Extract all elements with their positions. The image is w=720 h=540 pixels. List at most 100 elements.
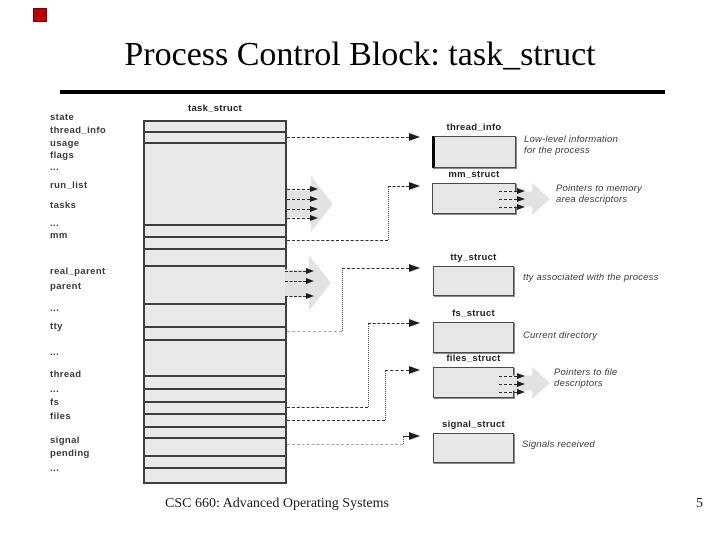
connector-line [368, 323, 369, 407]
connector-line [287, 240, 388, 241]
struct-annotation-mm-struct: area descriptors [556, 194, 628, 205]
struct-label-tty-struct: tty_struct [450, 252, 497, 263]
task-struct-row-divider [145, 224, 285, 226]
pointer-arrow-line [499, 376, 517, 377]
task-struct-row-divider [145, 437, 285, 439]
connector-line [403, 436, 404, 444]
task-struct-field-label: ... [50, 347, 60, 358]
pointer-arrowhead [306, 268, 314, 274]
connector-line [342, 268, 409, 269]
task-struct-field-label: mm [50, 230, 68, 241]
pointer-arrowhead [306, 278, 314, 284]
task-struct-box-title: task_struct [188, 103, 242, 114]
slide-accent-marker [33, 8, 47, 22]
task-struct-field-label: run_list [50, 180, 88, 191]
task-struct-row-divider [145, 388, 285, 390]
pointer-arrowhead [517, 373, 525, 379]
connector-line [342, 268, 343, 331]
pointer-arrowhead [517, 204, 525, 210]
connector-line [287, 420, 385, 421]
task-struct-field-label: ... [50, 303, 60, 314]
pointer-arrow-line [499, 207, 517, 208]
title-underline [60, 90, 665, 94]
slide-title: Process Control Block: task_struct [124, 36, 596, 73]
task-struct-field-label: parent [50, 281, 82, 292]
struct-box-thread-info [432, 136, 516, 168]
struct-label-thread-info: thread_info [446, 122, 502, 133]
task-struct-field-label: flags [50, 150, 75, 161]
connector-line [388, 186, 389, 240]
task-struct-row-divider [145, 413, 285, 415]
struct-annotation-fs-struct: Current directory [523, 330, 598, 341]
connector-arrowhead [409, 133, 420, 141]
task-struct-field-label: ... [50, 218, 60, 229]
pointer-arrowhead [310, 196, 318, 202]
task-struct-row-divider [145, 303, 285, 305]
pointer-arrow-line [285, 271, 306, 272]
struct-label-mm-struct: mm_struct [448, 169, 500, 180]
pointer-arrowhead [517, 389, 525, 395]
task-struct-field-label: pending [50, 448, 90, 459]
struct-label-signal-struct: signal_struct [441, 419, 506, 430]
pointer-arrow-line [287, 209, 310, 210]
struct-box-tty-struct [433, 266, 514, 296]
connector-line [403, 436, 409, 437]
pointer-arrowhead [517, 196, 525, 202]
struct-box-files-struct [433, 367, 514, 398]
pointer-arrow-line [499, 384, 517, 385]
connector-line [388, 186, 409, 187]
task-struct-field-label: tasks [50, 200, 77, 211]
block-arrow [287, 176, 333, 232]
pointer-arrow-line [287, 189, 310, 190]
struct-label-fs-struct: fs_struct [452, 308, 495, 319]
pointer-arrow-line [285, 296, 306, 297]
task-struct-row-divider [145, 142, 285, 144]
struct-annotation-files-struct: descriptors [554, 378, 603, 389]
pointer-arrow-line [287, 218, 310, 219]
task-struct-row-divider [145, 375, 285, 377]
footer-text: CSC 660: Advanced Operating Systems [165, 496, 389, 511]
task-struct-field-label: ... [50, 463, 60, 474]
task-struct-row-divider [145, 326, 285, 328]
task-struct-field-label: ... [50, 162, 60, 173]
struct-annotation-mm-struct: Pointers to memory [556, 183, 642, 194]
task-struct-field-label: tty [50, 321, 63, 332]
pointer-arrowhead [310, 206, 318, 212]
pointer-arrowhead [517, 381, 525, 387]
connector-line [385, 370, 409, 371]
task-struct-row-divider [145, 248, 285, 250]
struct-annotation-tty-struct: tty associated with the process [523, 272, 659, 283]
pointer-arrowhead [306, 293, 314, 299]
struct-annotation-signal-struct: Signals received [522, 439, 595, 450]
pointer-arrow-line [499, 191, 517, 192]
task-struct-field-label: thread_info [50, 125, 107, 136]
pointer-arrow-line [499, 199, 517, 200]
task-struct-row-divider [145, 455, 285, 457]
pointer-arrowhead [310, 215, 318, 221]
connector-line [287, 444, 403, 445]
connector-line [287, 407, 368, 408]
struct-label-files-struct: files_struct [446, 353, 501, 364]
connector-line [287, 137, 409, 138]
task-struct-row-divider [145, 236, 285, 238]
connector-line [368, 323, 409, 324]
pointer-arrow-line [287, 199, 310, 200]
page-number: 5 [696, 496, 703, 511]
connector-arrowhead [409, 264, 420, 272]
task-struct-row-divider [145, 265, 285, 267]
task-struct-field-label: ... [50, 384, 60, 395]
task-struct-row-divider [145, 401, 285, 403]
connector-line [385, 370, 386, 420]
task-struct-field-label: real_parent [50, 266, 106, 277]
pointer-arrow-line [499, 392, 517, 393]
struct-box-signal-struct [433, 433, 514, 463]
task-struct-row-divider [145, 339, 285, 341]
struct-annotation-thread-info: Low-level information [524, 134, 618, 145]
task-struct-field-label: thread [50, 369, 82, 380]
connector-arrowhead [409, 432, 420, 440]
struct-box-mm-struct [432, 183, 516, 214]
connector-arrowhead [409, 182, 420, 190]
pointer-arrow-line [285, 281, 306, 282]
